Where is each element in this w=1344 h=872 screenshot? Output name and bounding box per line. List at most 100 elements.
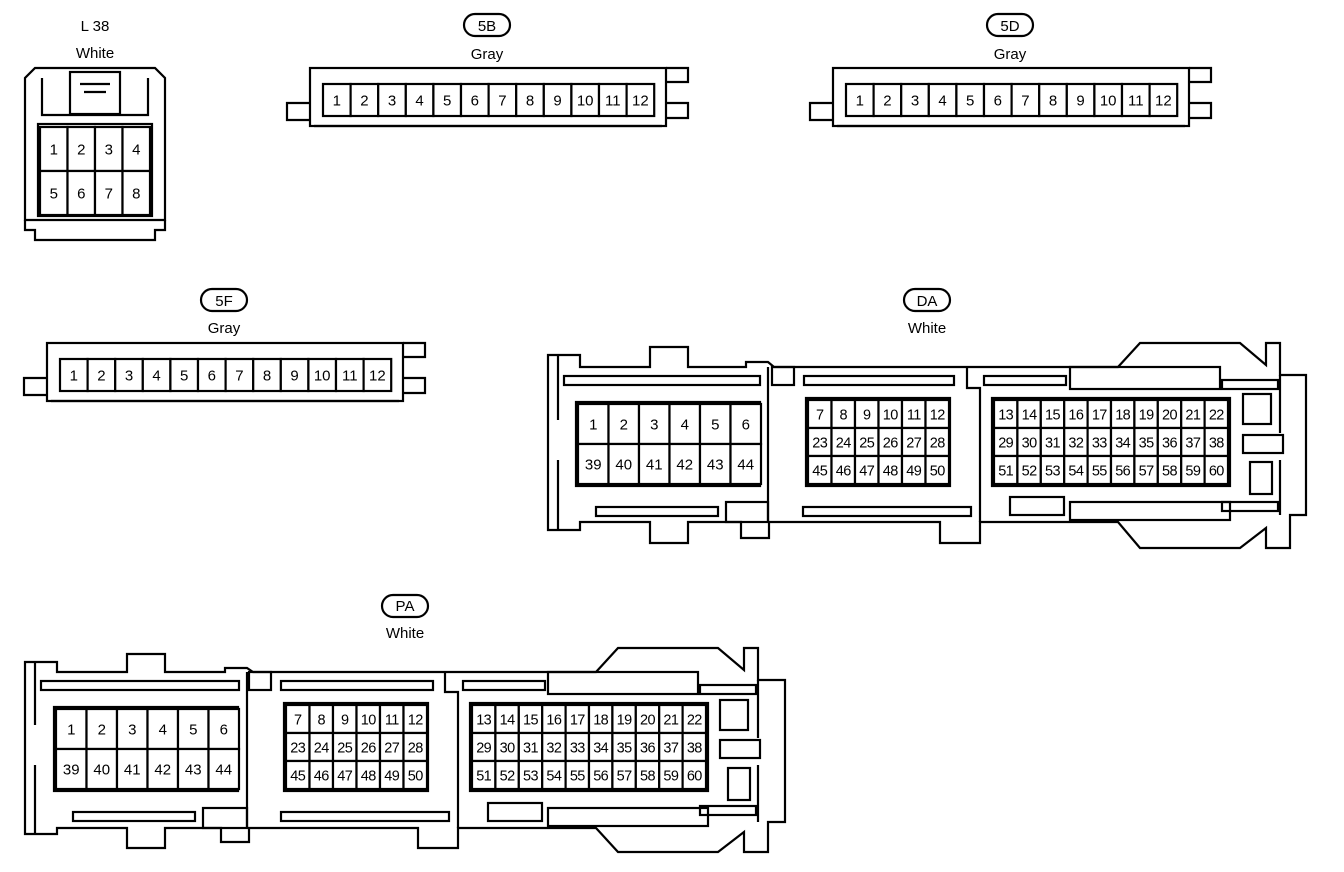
pin-number: 1: [50, 142, 58, 159]
pin-number: 4: [681, 417, 689, 434]
pin-number: 38: [1209, 436, 1224, 452]
pin-cell: 50: [924, 454, 951, 486]
pin-number: 11: [385, 713, 399, 729]
pin-cavity: [681, 759, 708, 791]
pin-cell: 43: [698, 442, 732, 486]
pin-cell: 52: [1016, 454, 1042, 486]
pin-cell: 12: [924, 398, 951, 430]
pin-cell: 16: [1063, 398, 1089, 430]
pin-number: 10: [361, 713, 376, 729]
pin-number: 5: [966, 93, 974, 110]
pin-number: 9: [1076, 93, 1084, 110]
pin-cell: 4: [141, 357, 172, 393]
pin-number: 5: [50, 186, 58, 203]
pin-number: 3: [911, 93, 919, 110]
pin-cell: 44: [207, 747, 241, 791]
connector-da: DA White: [546, 287, 1308, 550]
pin-cell: 12: [625, 82, 656, 118]
pin-number: 6: [208, 368, 216, 385]
pin-number: 5: [711, 417, 719, 434]
pin-number: 8: [318, 713, 326, 729]
pin-number: 10: [314, 368, 331, 385]
pin-cell: 6: [729, 402, 763, 446]
pin-number: 59: [663, 769, 678, 785]
pin-cell: 7: [284, 703, 311, 735]
pin-number: 9: [553, 93, 561, 110]
pin-number: 30: [500, 741, 515, 757]
pin-cell: 6: [196, 357, 227, 393]
pin-number: 60: [687, 769, 702, 785]
pin-number: 8: [263, 368, 271, 385]
pin-cavity: [597, 82, 628, 118]
pin-cell: 23: [806, 426, 833, 458]
pin-cavity: [58, 357, 89, 393]
pin-cavity: [402, 759, 429, 791]
pin-number: 40: [615, 457, 632, 474]
pin-number: 31: [1045, 436, 1060, 452]
pin-number: 36: [640, 741, 655, 757]
pin-cell: 4: [404, 82, 435, 118]
pin-cell: 52: [494, 759, 520, 791]
pin-cavity: [115, 747, 149, 791]
pin-number: 56: [593, 769, 608, 785]
connector-color-label: Gray: [471, 46, 504, 63]
connector-housing: [285, 66, 690, 128]
pin-cell: 47: [853, 454, 880, 486]
pin-number: 34: [1115, 436, 1130, 452]
connector-color-label: White: [386, 625, 424, 642]
pin-number: 50: [930, 464, 945, 480]
pin-cell: 30: [1016, 426, 1042, 458]
pin-number: 19: [617, 713, 632, 729]
pin-number: 23: [812, 436, 827, 452]
pin-cavity: [872, 82, 903, 118]
pin-cell: 41: [637, 442, 671, 486]
pin-number: 21: [1185, 408, 1200, 424]
pin-number: 2: [883, 93, 891, 110]
pin-cell: 13: [470, 703, 497, 735]
pin-number: 3: [105, 142, 113, 159]
pin-cell: 25: [331, 731, 358, 763]
pin-cavity: [570, 82, 601, 118]
pin-cell: 9: [853, 398, 880, 430]
pin-cell: 5: [955, 82, 986, 118]
pin-number: 4: [132, 142, 140, 159]
connector-id-label: L 38: [81, 18, 110, 35]
pin-cell: 9: [331, 703, 358, 735]
pin-cell: 8: [252, 357, 282, 393]
pin-number: 4: [938, 93, 946, 110]
pin-cell: 31: [517, 731, 544, 763]
pin-number: 45: [812, 464, 827, 480]
pin-cell: 2: [349, 82, 380, 118]
pin-number: 7: [1021, 93, 1029, 110]
pin-cell: 14: [1016, 398, 1042, 430]
pin-cell: 58: [634, 759, 661, 791]
pin-number: 35: [1139, 436, 1154, 452]
pin-cell: 8: [121, 169, 152, 217]
pin-cell: 4: [927, 82, 958, 118]
pin-number: 31: [523, 741, 538, 757]
pin-cell: 10: [355, 703, 382, 735]
pin-number: 6: [471, 93, 479, 110]
pin-number: 12: [1155, 93, 1172, 110]
pin-number: 47: [337, 769, 352, 785]
pin-cell: 24: [308, 731, 335, 763]
pin-number: 7: [235, 368, 243, 385]
pin-cell: 1: [844, 82, 875, 118]
pin-number: 24: [314, 741, 329, 757]
pin-number: 12: [930, 408, 945, 424]
pin-number: 13: [476, 713, 491, 729]
pin-cavity: [729, 442, 763, 486]
pin-cell: 16: [541, 703, 567, 735]
pin-cell: 32: [1063, 426, 1089, 458]
pin-number: 27: [384, 741, 399, 757]
pin-number: 3: [388, 93, 396, 110]
pin-cell: 49: [900, 454, 927, 486]
connector-id-badge: [985, 12, 1035, 38]
pin-cell: 19: [1133, 398, 1159, 430]
pin-number: 2: [97, 368, 105, 385]
pin-cavity: [1038, 82, 1068, 118]
